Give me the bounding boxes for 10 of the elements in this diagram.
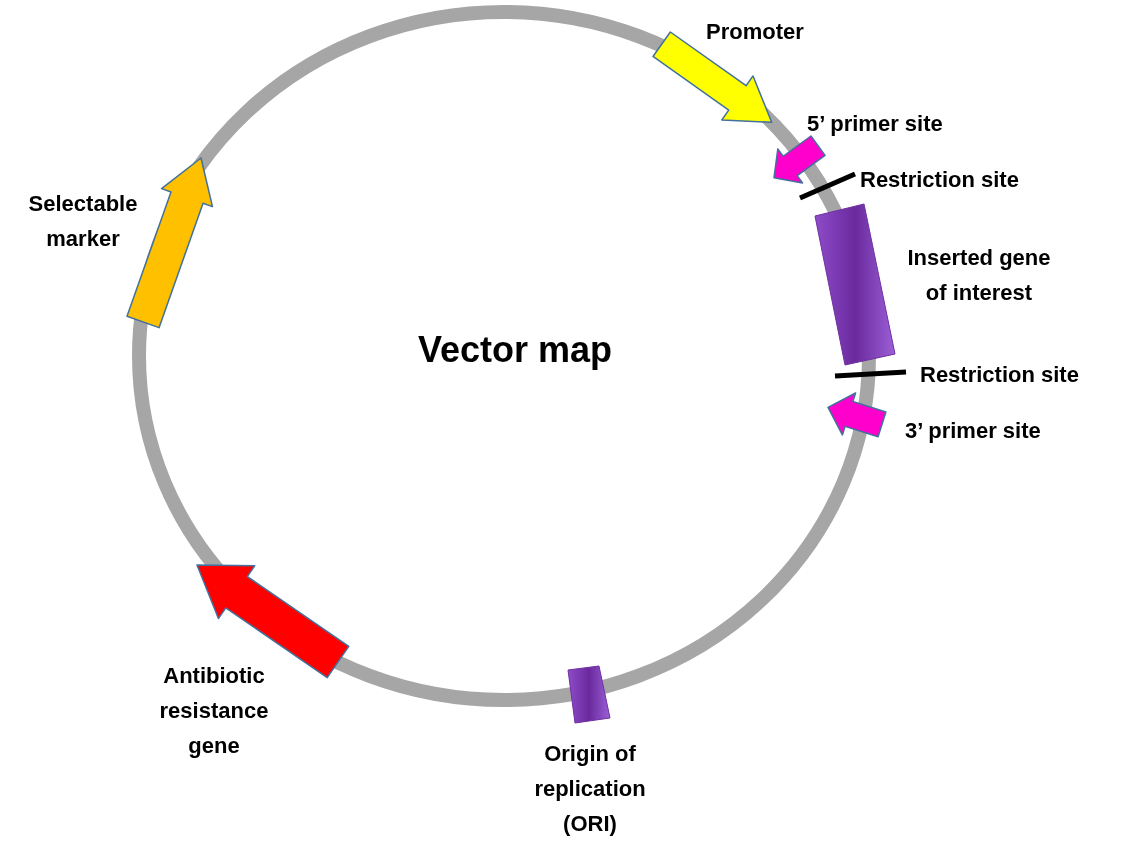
feature-label: Restriction site	[860, 166, 1020, 194]
feature-label: Antibiotic resistance gene	[158, 662, 270, 760]
diagram-title: Vector map	[416, 328, 614, 372]
feature-label: Selectable marker	[27, 190, 139, 253]
feature-label: Promoter	[706, 18, 805, 46]
feature-label: Origin of replication (ORI)	[533, 740, 647, 838]
feature-label: Restriction site	[920, 361, 1080, 389]
feature-label: 5’ primer site	[807, 110, 944, 138]
feature-label: Inserted gene of interest	[906, 244, 1052, 307]
feature-label: 3’ primer site	[905, 417, 1042, 445]
